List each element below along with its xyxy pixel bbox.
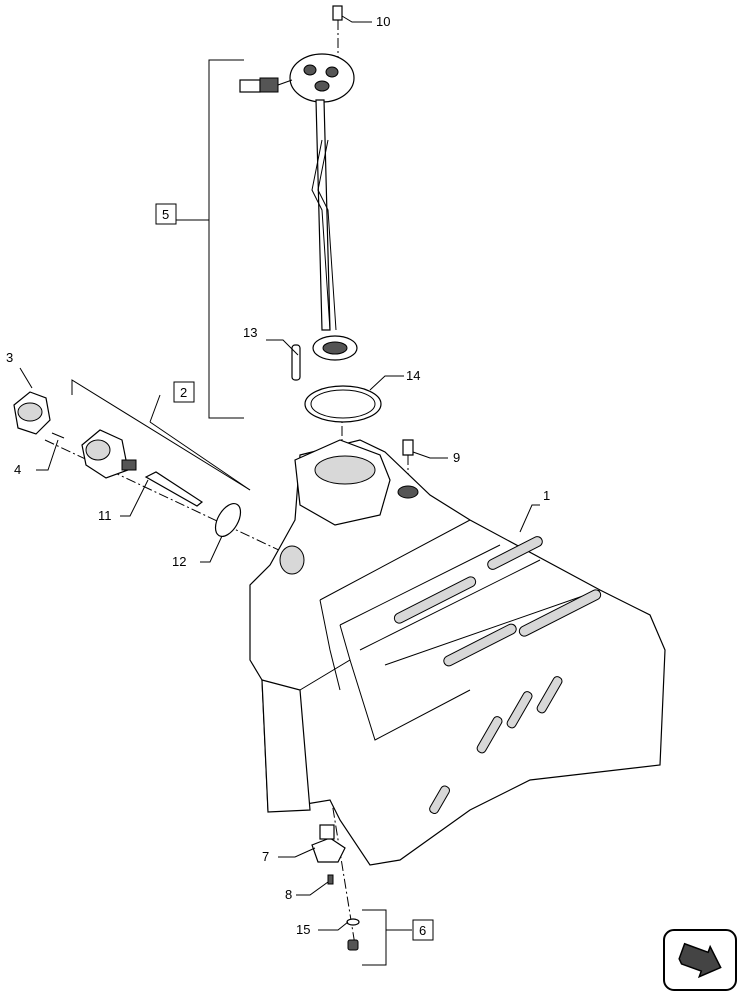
centerline-filler xyxy=(44,439,301,561)
bracket-group-5 xyxy=(208,59,244,419)
box-label-5: 5 xyxy=(162,207,169,222)
callout-13: 13 xyxy=(243,325,257,340)
callout-9: 9 xyxy=(453,450,460,465)
callout-10: 10 xyxy=(376,14,390,29)
fuel-tank xyxy=(249,439,666,866)
callout-8: 8 xyxy=(285,887,292,902)
box-5 xyxy=(155,203,177,225)
fuel-sender-assembly xyxy=(239,5,358,361)
washer-part xyxy=(346,918,360,926)
callout-11: 11 xyxy=(98,508,112,523)
box-label-6: 6 xyxy=(419,923,426,938)
strainer-part xyxy=(291,344,301,381)
screw-part xyxy=(51,432,65,439)
callout-15: 15 xyxy=(296,922,310,937)
callout-4: 4 xyxy=(14,462,21,477)
filler-cap-assembly xyxy=(13,391,242,537)
sender-plug xyxy=(239,79,261,93)
callout-7: 7 xyxy=(262,849,269,864)
box-label-2: 2 xyxy=(180,385,187,400)
drain-plug-part xyxy=(347,939,359,951)
seal-ring-part xyxy=(304,385,382,423)
bracket-group-6 xyxy=(362,909,387,966)
fitting-part xyxy=(402,439,414,456)
callout-12: 12 xyxy=(172,554,186,569)
probe-part xyxy=(144,471,204,507)
o-ring-part xyxy=(214,503,242,537)
arrow-return-icon[interactable] xyxy=(663,929,737,991)
sender-pin xyxy=(332,5,343,21)
callout-1: 1 xyxy=(543,488,550,503)
callout-14: 14 xyxy=(406,368,420,383)
bracket-group-2 xyxy=(71,379,251,491)
drain-screw-part xyxy=(327,874,334,885)
drain-valve-part xyxy=(311,837,346,863)
box-2 xyxy=(173,381,195,403)
tank-opening xyxy=(314,455,376,485)
sender-flange xyxy=(289,53,355,103)
callout-3: 3 xyxy=(6,350,13,365)
box-6 xyxy=(412,919,434,941)
